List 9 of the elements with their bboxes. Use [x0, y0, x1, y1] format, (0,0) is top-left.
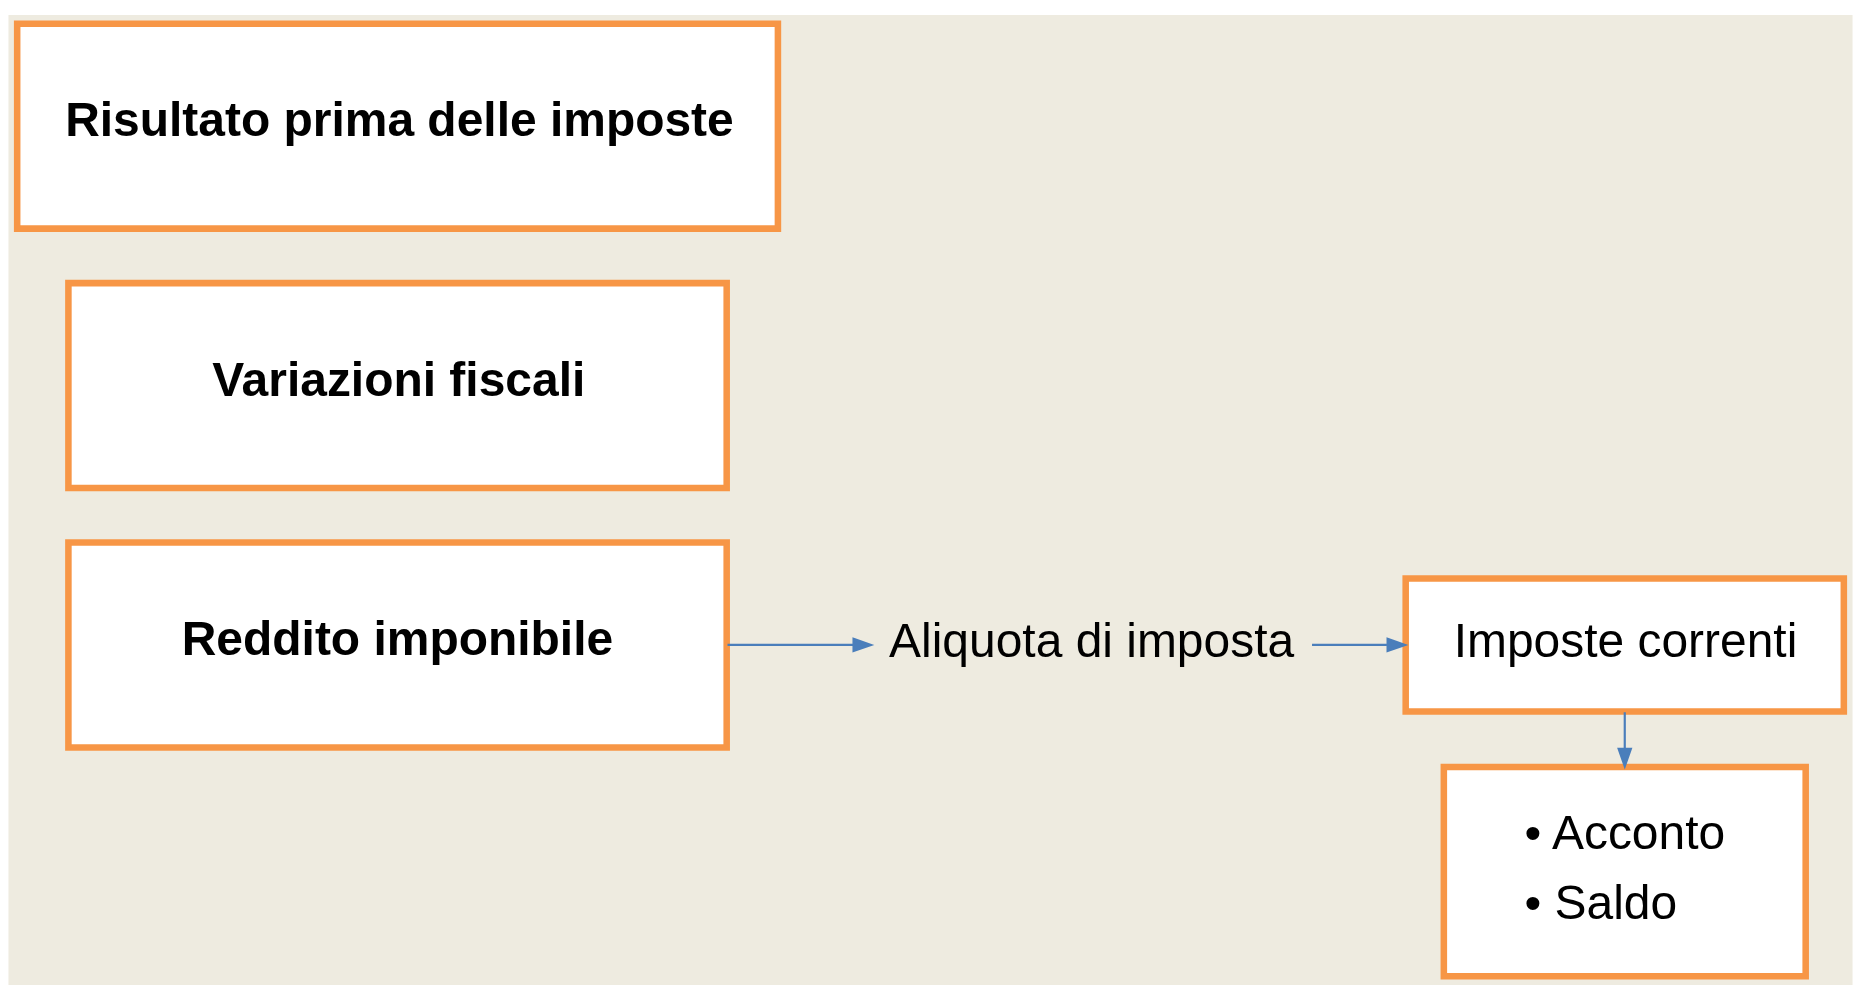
arrow	[727, 636, 875, 653]
node-box: Risultato prima delle imposte	[13, 19, 782, 232]
node-box: Reddito imponibile	[65, 538, 730, 751]
node-box: Variazioni fiscali	[65, 279, 730, 491]
node-box: Imposte correnti	[1402, 574, 1848, 715]
node-box: • Acconto • Saldo	[1440, 763, 1809, 980]
node-text: Aliquota di imposta	[889, 613, 1295, 667]
arrow	[1312, 636, 1409, 653]
arrow	[1617, 711, 1633, 770]
